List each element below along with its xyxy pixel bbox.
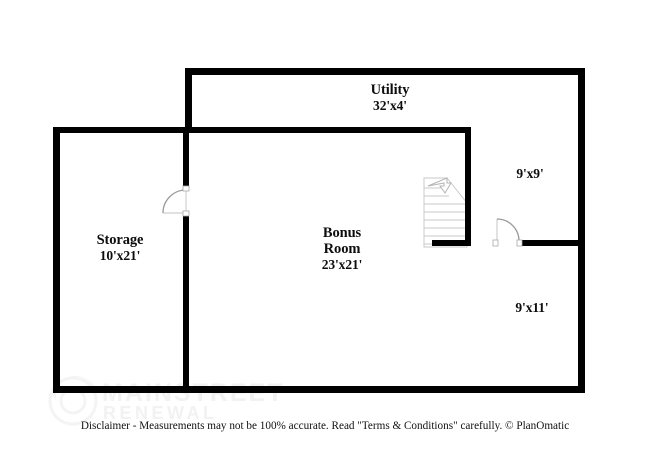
room-name-bonus-line2: Room bbox=[323, 241, 361, 258]
room-name-utility: Utility bbox=[370, 82, 410, 98]
room-dimensions-9x9: 9'x9' bbox=[516, 166, 544, 181]
room-label-utility: Utility 32'x4' bbox=[300, 82, 480, 113]
room-name-storage: Storage bbox=[96, 232, 144, 248]
room-label-bonus-room: Bonus Room 23'x21' bbox=[272, 225, 412, 273]
door-right-icon bbox=[492, 218, 523, 247]
door-storage-icon bbox=[162, 185, 190, 217]
room-label-9x9: 9'x9' bbox=[472, 166, 588, 181]
room-label-storage: Storage 10'x21' bbox=[52, 232, 188, 263]
disclaimer-text: Disclaimer - Measurements may not be 100… bbox=[80, 420, 570, 432]
walls bbox=[53, 68, 585, 393]
staircase-icon bbox=[423, 177, 468, 248]
room-dimensions-utility: 32'x4' bbox=[373, 98, 407, 114]
room-dimensions-9x11: 9'x11' bbox=[515, 300, 549, 315]
room-name-bonus-line1: Bonus bbox=[322, 225, 362, 241]
room-label-9x11: 9'x11' bbox=[470, 300, 594, 315]
room-dimensions-storage: 10'x21' bbox=[99, 248, 141, 264]
room-dimensions-bonus: 23'x21' bbox=[321, 257, 363, 273]
